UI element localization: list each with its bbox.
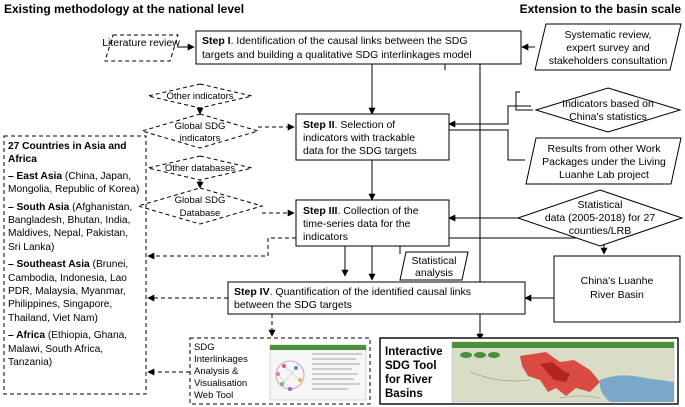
- web-tool-line-1: SDG: [194, 342, 215, 353]
- systematic-review-line-1: Systematic review,: [565, 29, 652, 41]
- step-2-line-2: indicators with trackable: [303, 132, 415, 144]
- region-name-africa: Africa: [16, 330, 46, 342]
- work-packages-line-1: Results from other Work: [547, 143, 661, 155]
- statistical-analysis-line-1: Statistical: [412, 255, 457, 267]
- literature-review-input: Literature review: [102, 34, 180, 62]
- region-southeast-asia: – Southeast Asia (Brunei, Cambodia, Indo…: [8, 259, 129, 324]
- river-tool-line-1: Interactive: [385, 346, 443, 358]
- step-2-line-1: . Selection of: [335, 119, 396, 131]
- literature-review-label: Literature review: [102, 37, 180, 49]
- statistical-data-line-1: Statistical: [578, 199, 623, 211]
- step-4-label: Step IV: [234, 286, 270, 298]
- global-sdg-indicators-line-1: Global SDG: [175, 121, 226, 132]
- step-4-box: Step IV. Quantification of the identifie…: [227, 281, 526, 315]
- region-east-asia: – East Asia (China, Japan, Mongolia, Rep…: [8, 170, 140, 196]
- countries-frame: [3, 135, 147, 395]
- step-3-line-2: time-series data for the: [303, 218, 411, 230]
- step-4-line-1: . Quantification of the identified causa…: [270, 286, 471, 298]
- work-packages-line-3: Luanhe Lab project: [559, 169, 649, 181]
- step-1-label: Step I: [202, 35, 231, 47]
- river-tool-map-thumbnail: [451, 341, 675, 403]
- china-statistics-line-1: Indicators based on: [562, 98, 654, 110]
- china-statistics-diamond: Indicators based on China's statistics: [534, 87, 682, 133]
- step-1-box: Step I. Identification of the causal lin…: [195, 30, 522, 65]
- region-list-east-asia: (China, Japan, Mongolia, Republic of Kor…: [8, 170, 140, 196]
- web-tool-line-5: Web Tool: [194, 390, 233, 401]
- region-africa: – Africa (Ethiopia, Ghana, Malawi, South…: [8, 330, 128, 369]
- web-tool-line-4: Visualisation: [194, 378, 247, 389]
- river-tool-line-4: Basins: [385, 388, 423, 400]
- systematic-review-input: Systematic review, expert survey and sta…: [534, 23, 682, 71]
- step-3-label: Step III: [303, 205, 338, 217]
- river-tool-line-2: SDG Tool: [385, 360, 437, 372]
- region-name-southeast-asia: Southeast Asia: [16, 259, 90, 271]
- region-list-southeast-asia: (Brunei, Cambodia, Indonesia, Lao PDR, M…: [8, 259, 129, 324]
- statistical-analysis-input: Statistical analysis: [399, 251, 469, 281]
- header-left: Existing methodology at the national lev…: [4, 2, 244, 16]
- river-tool-output: Interactive SDG Tool for River Basins: [379, 337, 679, 405]
- region-south-asia: – South Asia (Afghanistan, Bangladesh, B…: [8, 201, 133, 253]
- web-tool-thumbnail: [269, 344, 367, 401]
- statistical-data-diamond: Statistical data (2005-2018) for 27 coun…: [516, 189, 684, 247]
- other-databases-diamond: Other databases: [147, 155, 253, 181]
- svg-text:Step III. Collection of the: Step III. Collection of the: [303, 205, 419, 217]
- countries-list: 27 Countries in Asia and Africa – East A…: [8, 140, 142, 374]
- dashed-connectors: [147, 107, 296, 376]
- region-list-africa: (Ethiopia, Ghana, Malawi, South Africa, …: [8, 330, 128, 369]
- luanhe-basin-box: China's Luanhe River Basin: [553, 255, 681, 323]
- region-name-south-asia: South Asia: [16, 201, 70, 213]
- other-databases-label: Other databases: [165, 163, 235, 174]
- step-1-line-2: targets and building a qualitative SDG i…: [202, 49, 472, 61]
- svg-text:Step IV. Quantification of the: Step IV. Quantification of the identifie…: [234, 286, 471, 298]
- work-packages-line-2: Packages under the Living: [542, 156, 666, 168]
- step-3-line-3: indicators: [303, 231, 348, 243]
- step-3-box: Step III. Collection of the time-series …: [295, 199, 450, 247]
- header-right: Extension to the basin scale: [520, 2, 682, 16]
- svg-text:Step II. Selection of: Step II. Selection of: [303, 119, 395, 131]
- step-3-line-1: . Collection of the: [337, 205, 418, 217]
- statistical-analysis-line-2: analysis: [415, 267, 453, 279]
- statistical-data-line-2: data (2005-2018) for 27: [545, 212, 655, 224]
- statistical-data-line-3: counties/LRB: [569, 225, 631, 237]
- basin-line-2: River Basin: [590, 289, 644, 301]
- step-2-label: Step II: [303, 119, 335, 131]
- countries-title: 27 Countries in Asia and Africa: [8, 141, 127, 166]
- step-2-box: Step II. Selection of indicators with tr…: [295, 113, 450, 161]
- svg-text:Step I. Identification of the: Step I. Identification of the causal lin…: [202, 35, 468, 47]
- work-packages-input: Results from other Work Packages under t…: [525, 137, 682, 185]
- river-tool-line-3: for River: [385, 374, 433, 386]
- web-tool-output: SDG Interlinkages Analysis & Visualisati…: [189, 337, 371, 405]
- other-indicators-label: Other indicators: [166, 91, 233, 102]
- region-name-east-asia: East Asia: [16, 170, 63, 182]
- step-2-line-3: data for the SDG targets: [303, 145, 417, 157]
- china-statistics-line-2: China's statistics: [569, 111, 647, 123]
- global-sdg-database-line-1: Global SDG: [175, 195, 226, 206]
- step-1-line-1: . Identification of the causal links bet…: [231, 35, 468, 47]
- global-sdg-indicators-line-2: indicators: [180, 133, 221, 144]
- web-tool-line-3: Analysis &: [194, 366, 239, 377]
- other-indicators-diamond: Other indicators: [147, 83, 253, 109]
- web-tool-line-2: Interlinkages: [194, 354, 248, 365]
- global-sdg-indicators-diamond: Global SDG indicators: [140, 113, 260, 149]
- systematic-review-line-3: stakeholders consultation: [549, 55, 668, 67]
- region-list-south-asia: (Afghanistan, Bangladesh, Bhutan, India,…: [8, 201, 133, 253]
- step-4-line-2: between the SDG targets: [234, 299, 352, 311]
- global-sdg-database-line-2: Database: [180, 208, 221, 219]
- basin-line-1: China's Luanhe: [581, 275, 654, 287]
- global-sdg-database-diamond: Global SDG Database: [136, 187, 264, 225]
- systematic-review-line-2: expert survey and: [566, 42, 650, 54]
